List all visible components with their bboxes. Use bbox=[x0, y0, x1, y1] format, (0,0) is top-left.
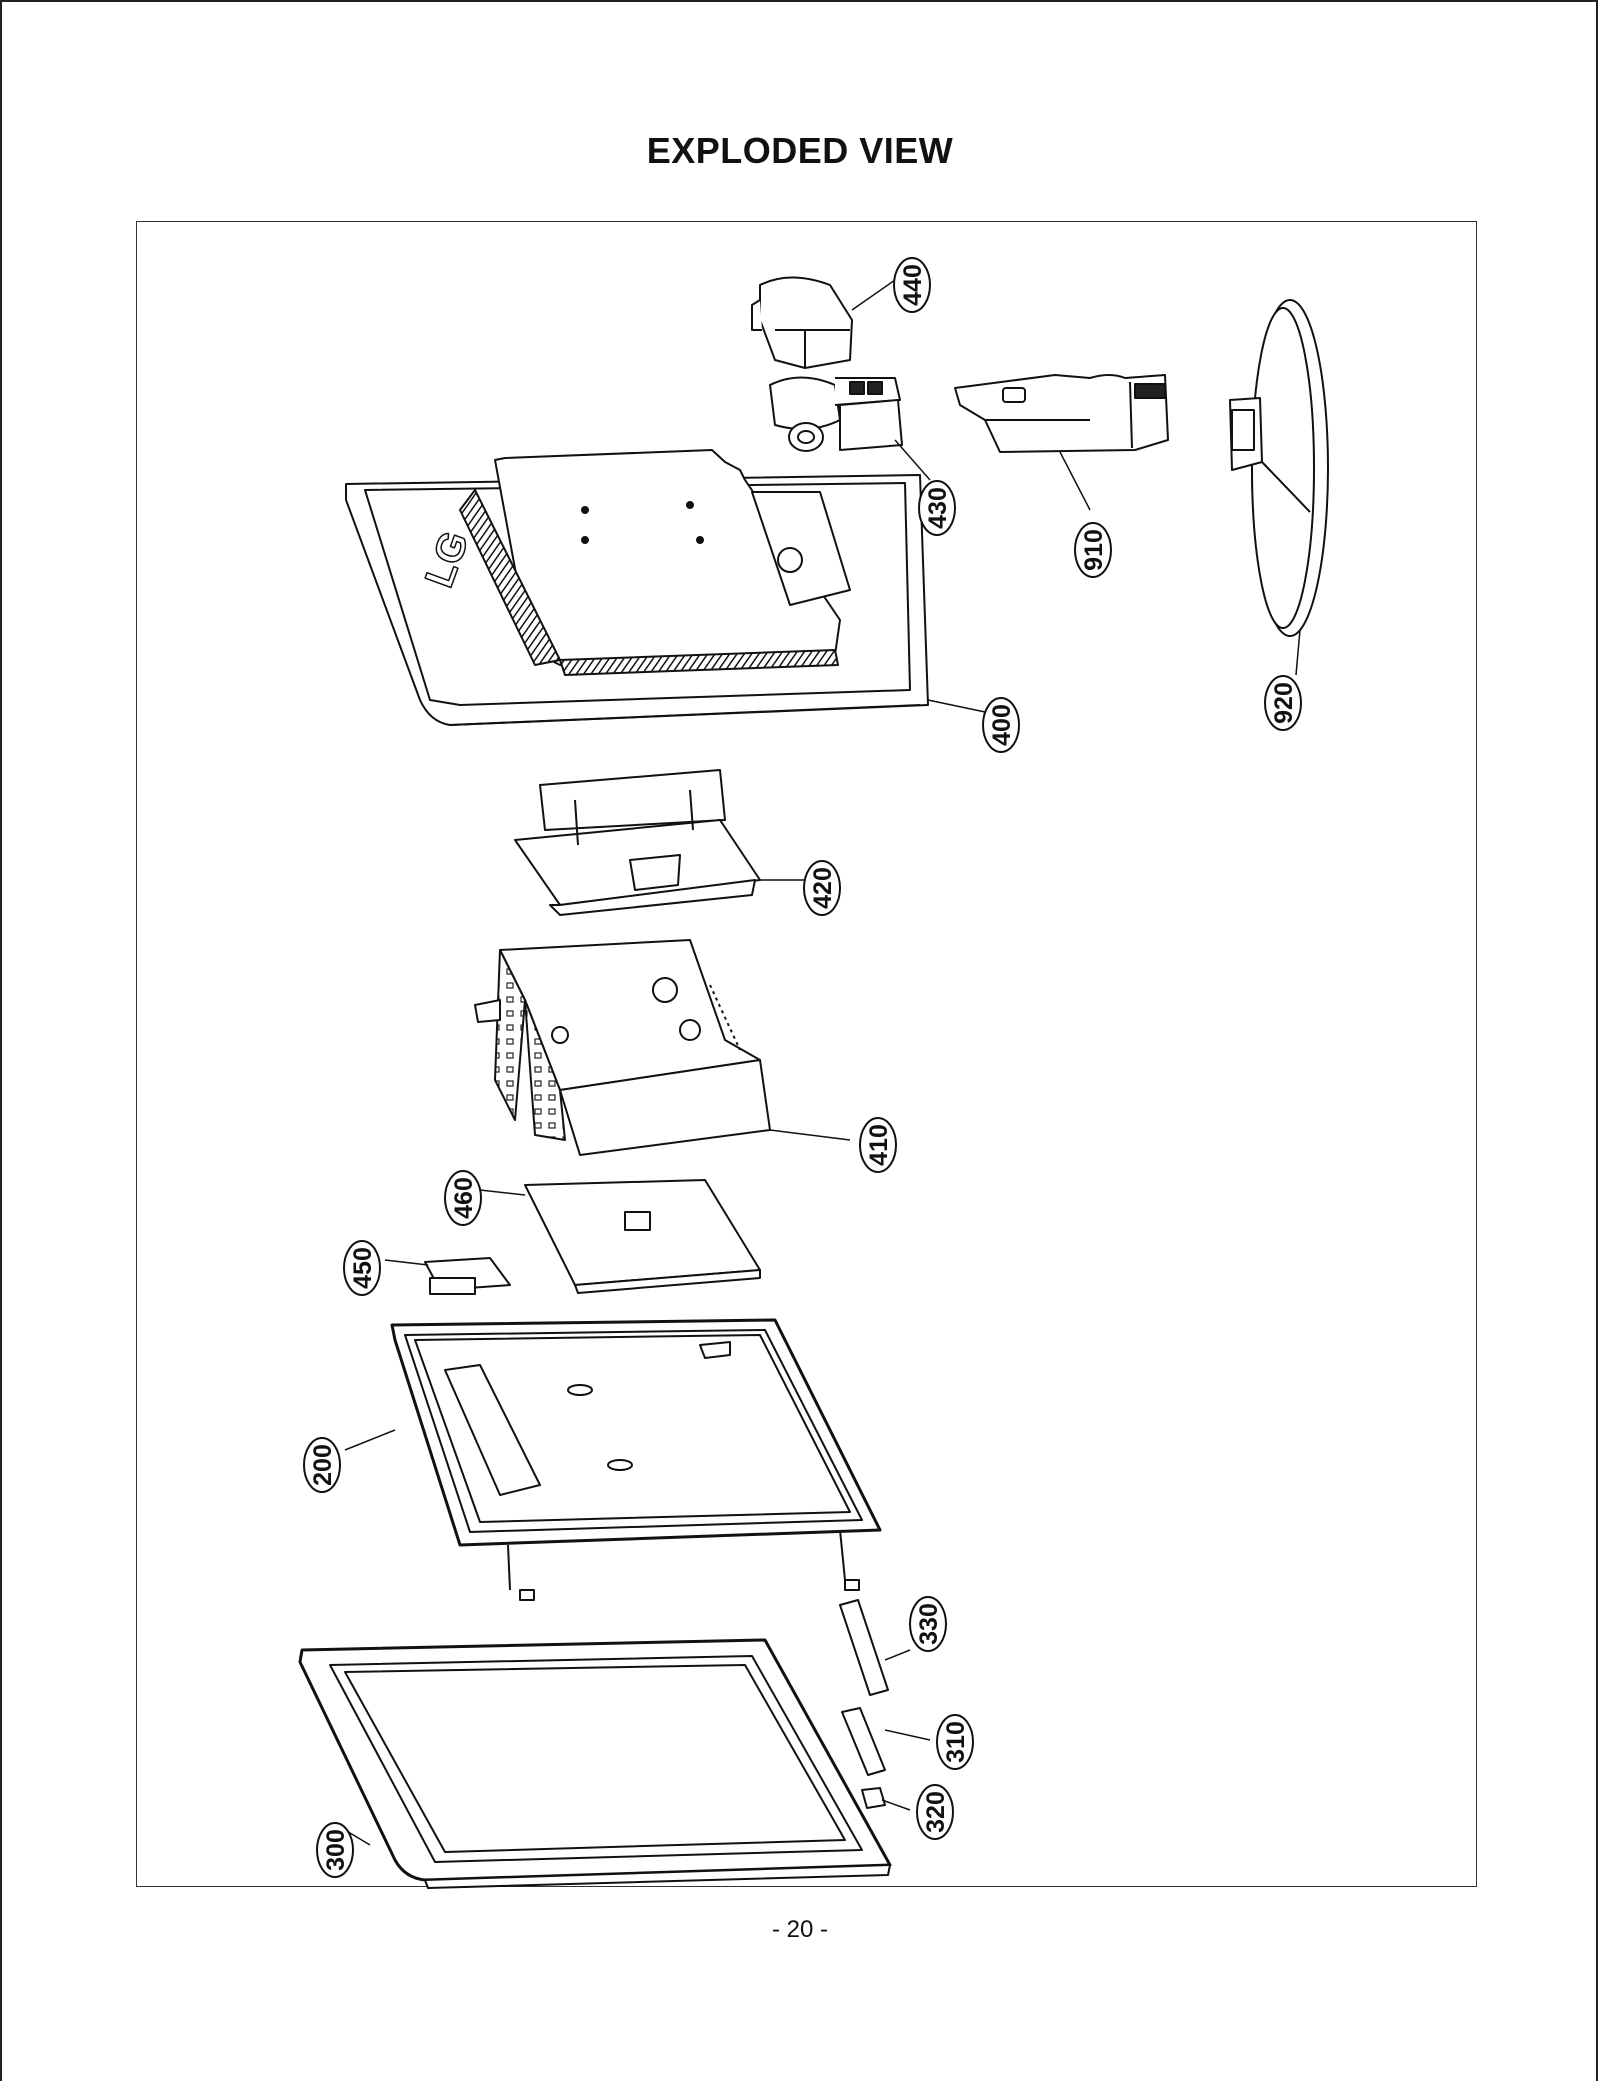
callout-460: 460 bbox=[444, 1170, 482, 1226]
part-420-bracket bbox=[514, 769, 761, 916]
svg-text:910: 910 bbox=[1080, 529, 1108, 571]
part-450-small-bracket bbox=[424, 1257, 511, 1295]
callout-200: 200 bbox=[303, 1437, 341, 1493]
svg-text:300: 300 bbox=[322, 1829, 350, 1871]
callout-920: 920 bbox=[1264, 675, 1302, 731]
page-number: - 20 - bbox=[771, 1916, 828, 1943]
svg-text:460: 460 bbox=[450, 1177, 478, 1219]
part-400-back-cover: LG bbox=[345, 449, 929, 726]
callout-910: 910 bbox=[1074, 522, 1112, 578]
leader-lines bbox=[344, 279, 1301, 1846]
part-320-led-board bbox=[861, 1787, 886, 1809]
part-920-stand-base bbox=[1229, 299, 1329, 637]
callout-group: 440 430 910 920 400 420 410 460 bbox=[303, 257, 1302, 1878]
callout-310: 310 bbox=[936, 1714, 974, 1770]
part-410-shield-case bbox=[474, 939, 771, 1156]
svg-text:430: 430 bbox=[924, 487, 952, 529]
part-440-hinge-cover bbox=[751, 276, 853, 369]
part-310-button-board bbox=[841, 1707, 886, 1776]
callout-300: 300 bbox=[316, 1822, 354, 1878]
svg-text:440: 440 bbox=[899, 264, 927, 306]
part-460-board bbox=[524, 1179, 761, 1294]
svg-text:310: 310 bbox=[942, 1721, 970, 1763]
svg-text:330: 330 bbox=[915, 1603, 943, 1645]
svg-text:450: 450 bbox=[349, 1247, 377, 1289]
diagram-frame bbox=[136, 221, 1477, 1887]
svg-text:920: 920 bbox=[1270, 682, 1298, 724]
callout-320: 320 bbox=[916, 1784, 954, 1840]
part-200-lcd-panel bbox=[390, 1318, 882, 1601]
callout-400: 400 bbox=[982, 697, 1020, 753]
svg-text:410: 410 bbox=[865, 1124, 893, 1166]
callout-430: 430 bbox=[918, 480, 956, 536]
page-title: EXPLODED VIEW bbox=[646, 130, 954, 171]
callout-450: 450 bbox=[343, 1240, 381, 1296]
callout-330: 330 bbox=[909, 1596, 947, 1652]
svg-text:400: 400 bbox=[988, 704, 1016, 746]
part-300-front-cabinet bbox=[298, 1638, 892, 1889]
part-910-stand-neck bbox=[954, 374, 1169, 453]
callout-440: 440 bbox=[893, 257, 931, 313]
callout-410: 410 bbox=[859, 1117, 897, 1173]
svg-text:420: 420 bbox=[809, 867, 837, 909]
svg-text:320: 320 bbox=[922, 1791, 950, 1833]
callout-420: 420 bbox=[803, 860, 841, 916]
svg-text:200: 200 bbox=[309, 1444, 337, 1486]
part-330-panel-strip bbox=[839, 1599, 889, 1696]
part-430-hinge-assembly bbox=[769, 376, 903, 452]
